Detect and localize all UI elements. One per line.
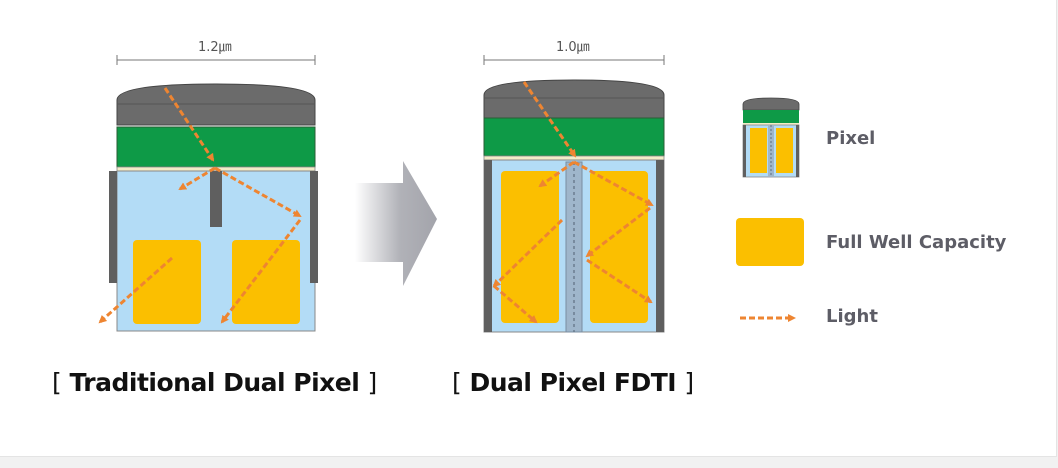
left-wall-left	[109, 171, 117, 283]
left-caption-open-bracket: [	[52, 368, 62, 397]
legend-pixel-label: Pixel	[826, 128, 876, 149]
right-well-2	[590, 171, 648, 323]
left-dimension-label: 1.2㎛	[198, 40, 232, 55]
figure-card: 1.2㎛ 1.0㎛ [ Traditional Dual Pixel ] [ D…	[0, 0, 1057, 457]
left-well-2	[232, 240, 300, 324]
right-wall-right	[656, 160, 664, 332]
fdti-pixel	[483, 55, 665, 333]
right-wall-left	[484, 160, 492, 332]
left-caption-close-bracket: ]	[367, 368, 378, 397]
right-light-rays	[492, 81, 654, 324]
left-dimension-line	[116, 55, 316, 65]
right-color-filter	[483, 117, 665, 157]
left-wall-right	[310, 171, 318, 283]
left-caption-text: Traditional Dual Pixel	[69, 368, 360, 397]
right-well-1	[501, 171, 559, 323]
right-caption-close-bracket: ]	[684, 368, 694, 397]
right-microlens	[483, 79, 665, 119]
left-well-1	[133, 240, 201, 324]
legend-full-well-swatch	[736, 218, 804, 266]
right-caption-open-bracket: [	[452, 368, 462, 397]
legend-light-label: Light	[826, 306, 878, 327]
right-caption-text: Dual Pixel FDTI	[469, 368, 677, 397]
legend-pixel-icon	[742, 97, 800, 178]
legend-full-well-label: Full Well Capacity	[826, 232, 1007, 253]
left-light-rays	[98, 87, 302, 324]
right-caption: [ Dual Pixel FDTI ]	[452, 368, 694, 397]
left-center-wall	[210, 171, 222, 227]
left-color-filter	[116, 126, 316, 168]
right-dimension-label: 1.0㎛	[556, 40, 590, 55]
left-caption: [ Traditional Dual Pixel ]	[52, 368, 377, 397]
right-dimension-line	[483, 55, 665, 65]
traditional-pixel	[98, 55, 318, 332]
transition-arrow	[355, 161, 437, 286]
